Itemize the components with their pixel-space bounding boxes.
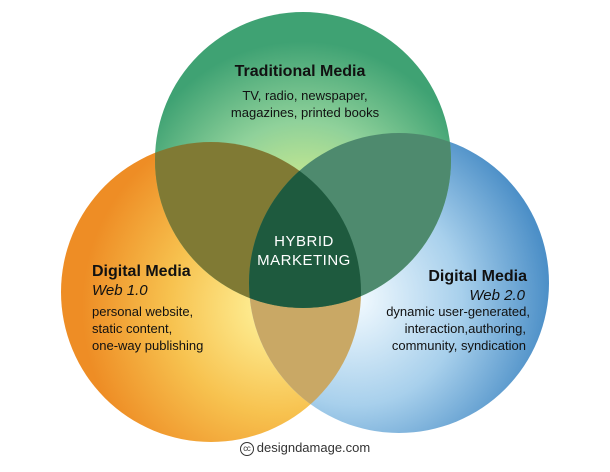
- traditional-media-title: Traditional Media: [235, 63, 366, 80]
- hybrid-marketing-line-2: MARKETING: [257, 252, 351, 269]
- web1-subtitle: Web 1.0: [92, 282, 148, 299]
- web2-title: Digital Media: [428, 268, 527, 285]
- web1-line-2: static content,: [92, 321, 172, 336]
- hybrid-marketing-line-1: HYBRID: [274, 233, 334, 250]
- web1-title: Digital Media: [92, 263, 191, 280]
- credit-text: designdamage.com: [256, 440, 371, 455]
- web2-subtitle: Web 2.0: [469, 287, 525, 304]
- creative-commons-icon: cc: [239, 441, 254, 456]
- web2-line-2: interaction,authoring,: [405, 321, 526, 336]
- web1-line-1: personal website,: [92, 304, 193, 319]
- web1-line-3: one-way publishing: [92, 338, 203, 353]
- web2-line-3: community, syndication: [392, 338, 526, 353]
- traditional-media-line-1: TV, radio, newspaper,: [242, 88, 367, 103]
- traditional-media-line-2: magazines, printed books: [231, 105, 380, 120]
- web2-line-1: dynamic user-generated,: [386, 304, 530, 319]
